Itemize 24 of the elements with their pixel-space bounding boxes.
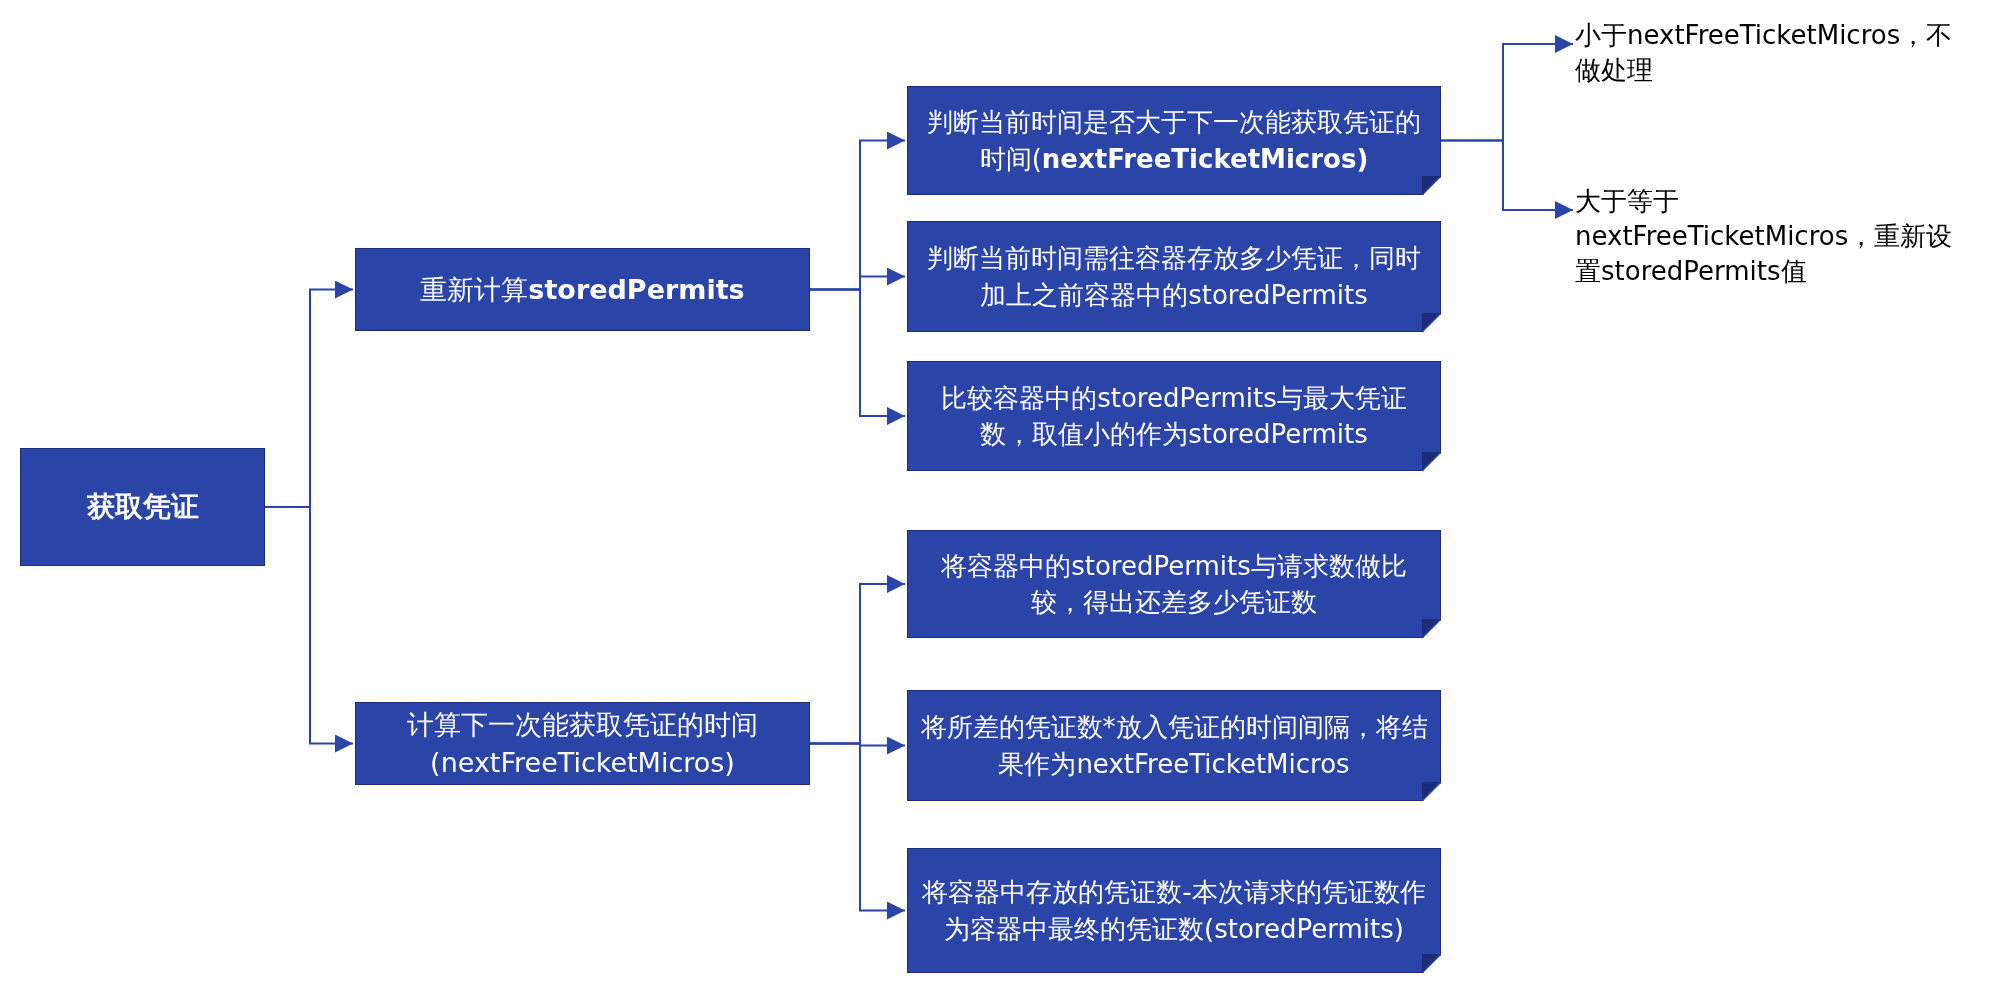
node-label: 获取凭证 — [86, 489, 199, 526]
connector-arrow — [264, 506, 354, 753]
process-box — [907, 690, 1441, 801]
connector-arrow — [1440, 139, 1574, 219]
node-label: 将容器中存放的凭证数-本次请求的凭证数作为容器中最终的凭证数(storedPermits) — [921, 876, 1427, 946]
node-label: 计算下一次能获取凭证的时间(nextFreeTicketMicros) — [406, 707, 759, 780]
connector-arrow — [809, 288, 906, 425]
node-label: 判断当前时间需往容器存放多少凭证，同时加上之前容器中的storedPermits — [926, 242, 1422, 312]
node-label: 小于nextFreeTicketMicros，不做处理 — [1575, 19, 1954, 88]
node-label: 将所差的凭证数*放入凭证的时间间隔，将结果作为nextFreeTicketMicros — [920, 711, 1428, 781]
process-box — [907, 86, 1441, 195]
process-box — [355, 248, 810, 331]
process-box — [907, 361, 1441, 471]
node-label: 判断当前时间是否大于下一次能获取凭证的时间(nextFreeTicketMicros) — [926, 106, 1422, 176]
process-box — [20, 448, 265, 566]
process-box — [907, 221, 1441, 332]
node-label: 将容器中的storedPermits与请求数做比较，得出还差多少凭证数 — [940, 549, 1408, 619]
node-label: 大于等于nextFreeTicketMicros，重新设置storedPermits值 — [1575, 185, 1954, 289]
node-label: 重新计算storedPermits — [420, 272, 745, 307]
process-box — [907, 530, 1441, 638]
process-box — [907, 848, 1441, 973]
node-label: 比较容器中的storedPermits与最大凭证数，取值小的作为storedPermits — [940, 381, 1408, 451]
connector-arrow — [809, 742, 906, 920]
process-box — [355, 702, 810, 785]
